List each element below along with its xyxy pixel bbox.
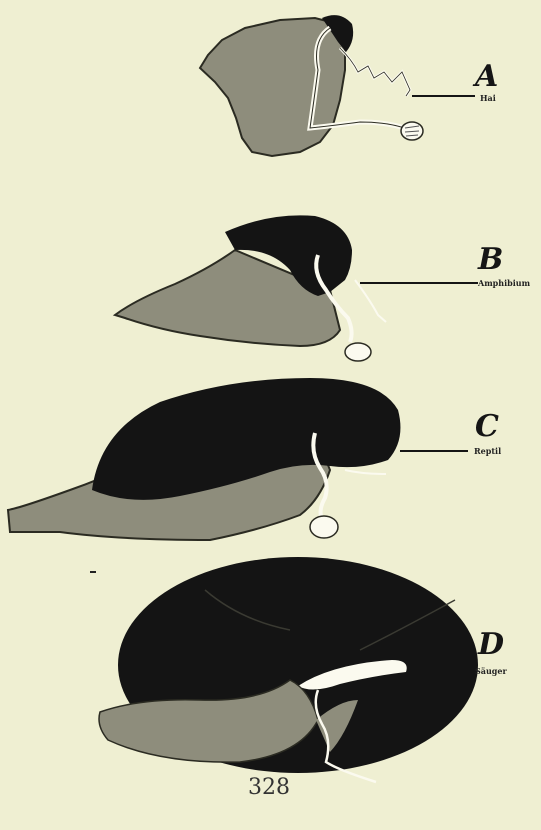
amphibian-hypophysis [345, 343, 371, 361]
reptile-hypophysis [310, 516, 338, 538]
print-mark [90, 571, 96, 573]
amphibian-brain-figure [115, 215, 478, 361]
figure-letter-a: A [475, 62, 498, 92]
figure-label-hai: Hai [480, 94, 496, 102]
amphibian-nerve [355, 280, 386, 322]
figure-letter-d: D [478, 630, 504, 660]
figure-letter-b: B [478, 245, 503, 275]
shark-brain-body [200, 18, 345, 156]
shark-brain-figure [200, 15, 475, 156]
reptile-brain-figure [8, 378, 468, 540]
figure-label-amphibium: Amphibium [478, 279, 530, 287]
shark-nerve-squiggle [340, 48, 410, 96]
reptile-nerve [345, 470, 386, 474]
figure-label-saeuger: Säuger [475, 667, 507, 675]
mammal-brain-figure [99, 557, 478, 782]
figure-label-reptil: Reptil [474, 447, 501, 455]
page-number: 328 [248, 775, 290, 800]
figure-letter-c: C [475, 412, 499, 442]
